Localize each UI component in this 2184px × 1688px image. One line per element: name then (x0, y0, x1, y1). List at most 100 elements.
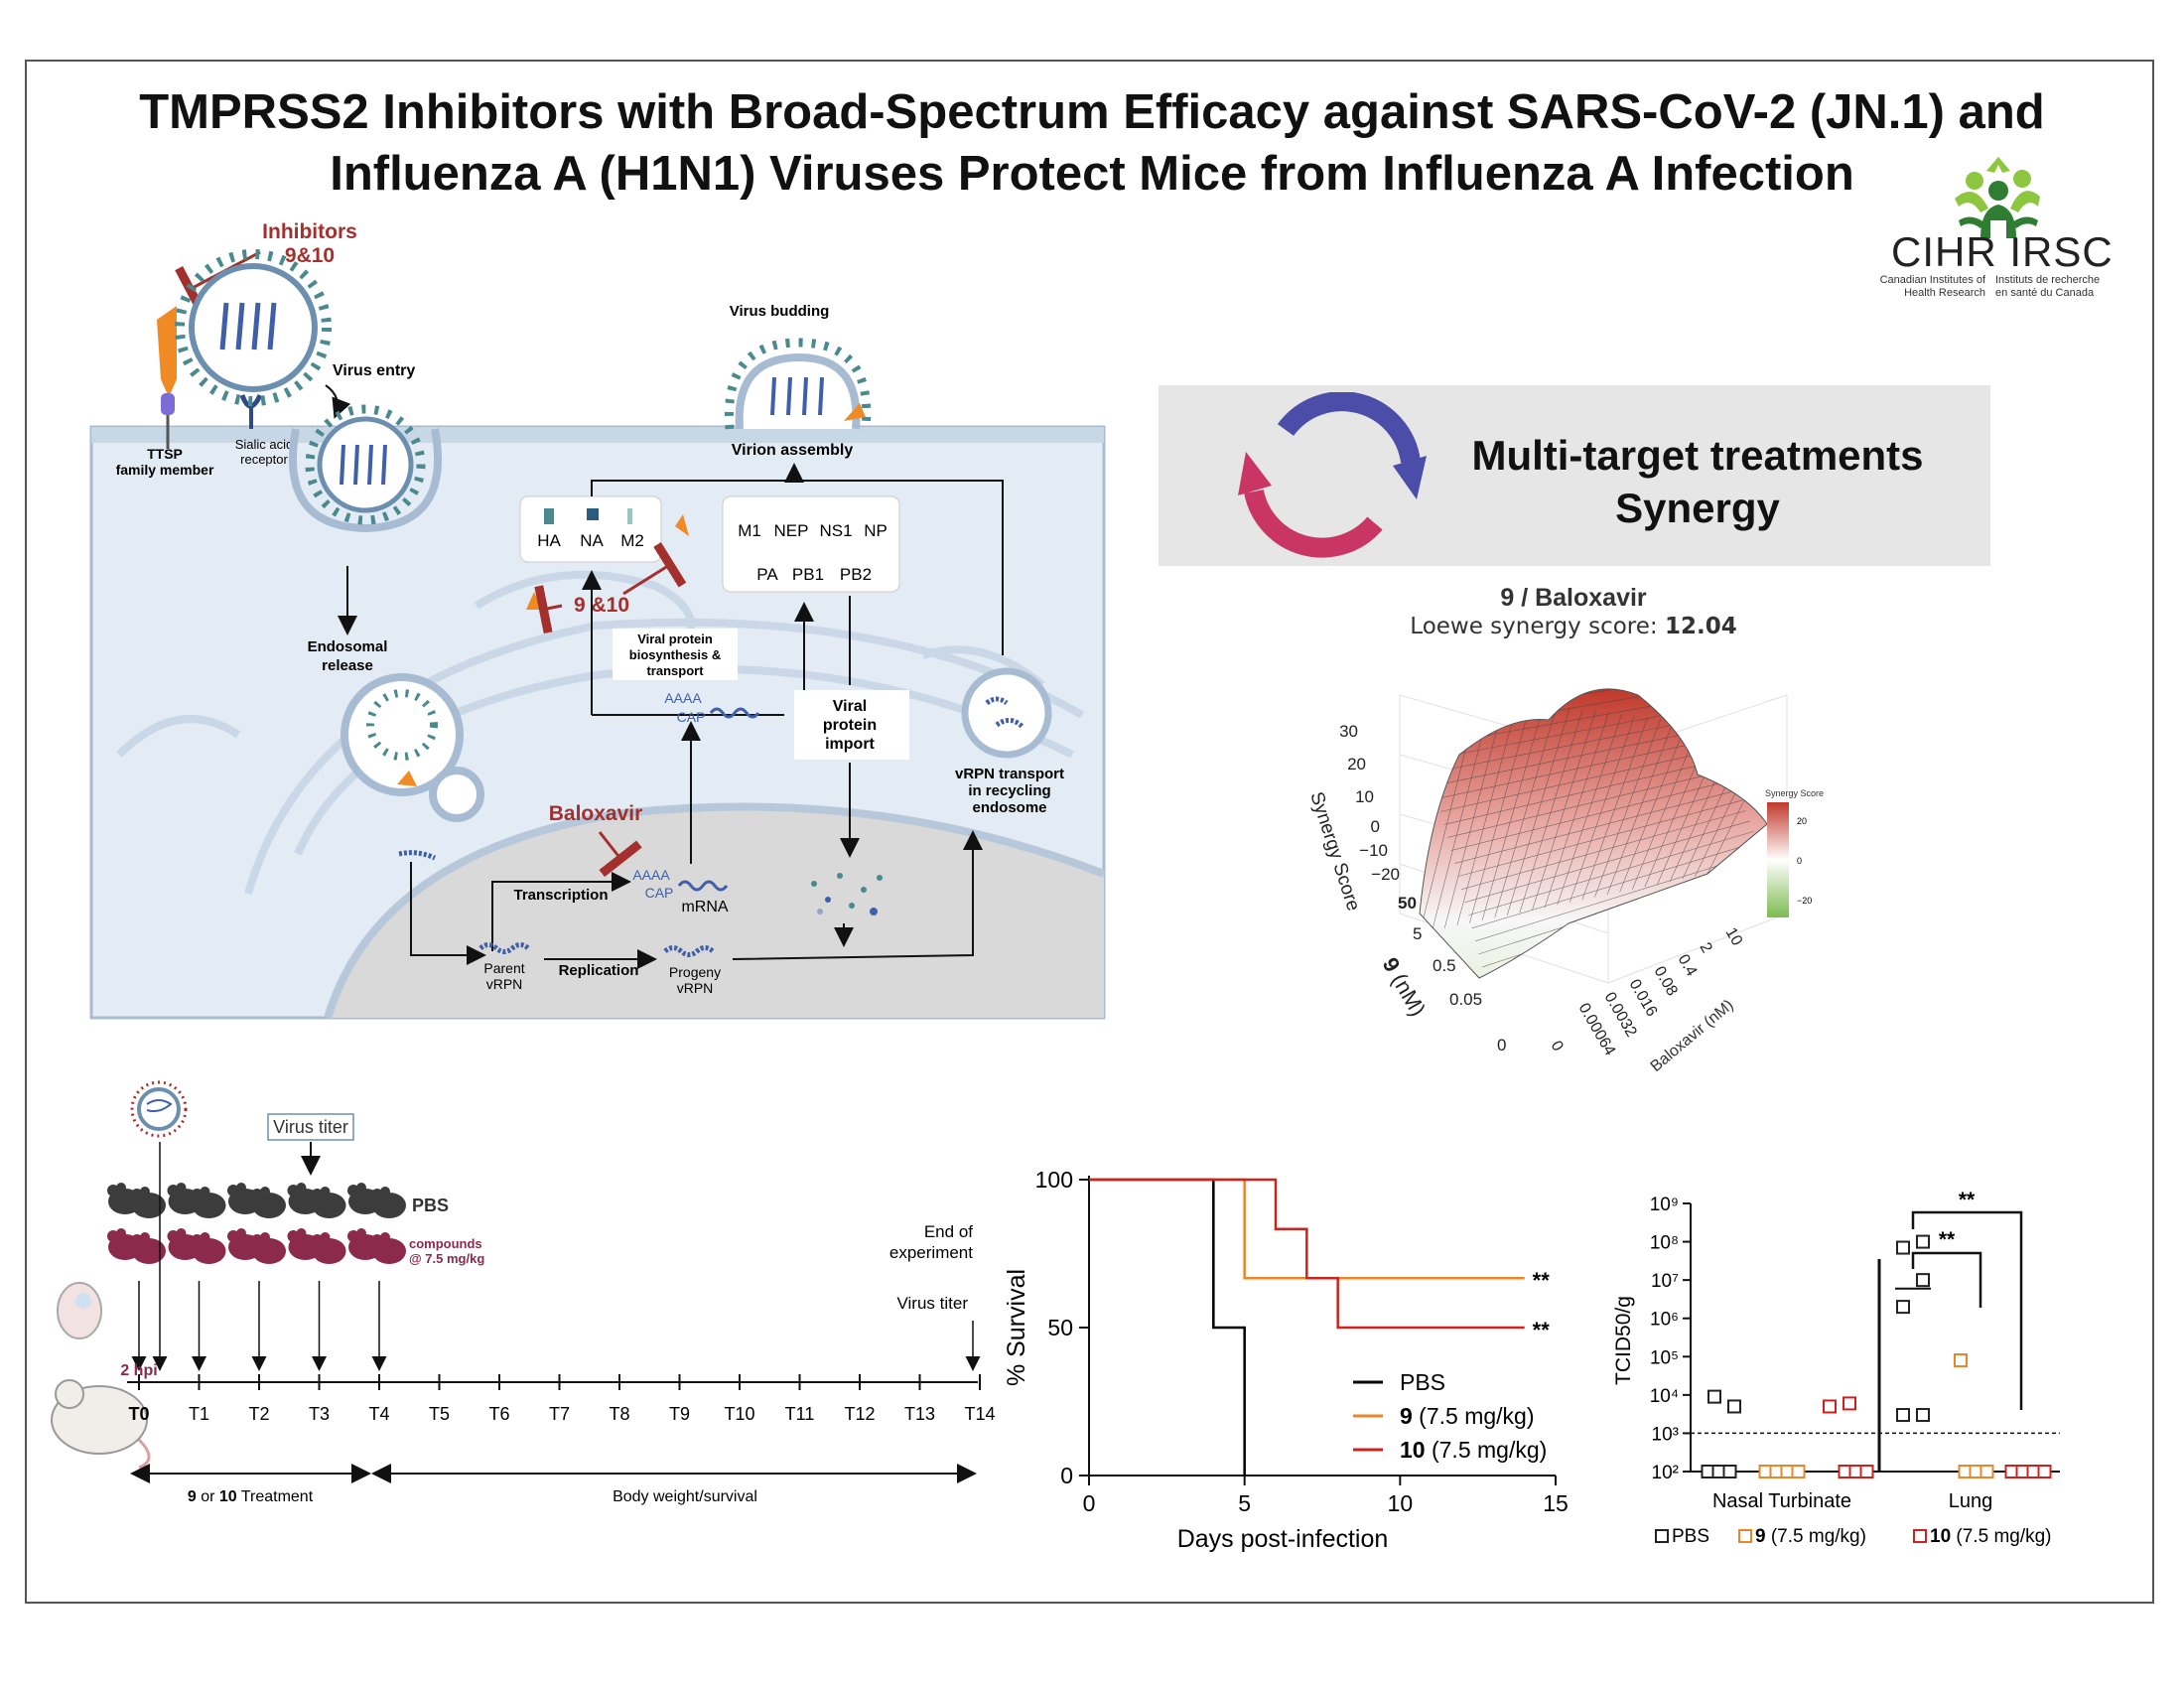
inhib-910-label: 9 &10 (574, 594, 629, 617)
day-label-T2: T2 (248, 1404, 269, 1424)
sialic-receptor-icon (239, 393, 263, 409)
titer-y-tick-label: 10⁵ (1650, 1347, 1679, 1368)
day-label-T10: T10 (724, 1404, 754, 1424)
titer-point (1954, 1353, 1968, 1368)
survival-x-tick-label: 0 (1083, 1490, 1096, 1516)
titer-point (1859, 1465, 1874, 1478)
virus-entry-label: Virus entry (333, 362, 415, 379)
vrpn-label-3: endosome (972, 799, 1046, 816)
progeny-label-1: Progeny (669, 964, 721, 980)
mesh-line (1544, 712, 1609, 909)
vrpn-label-1: vRPN transport (955, 766, 1064, 782)
significance-bracket-9 (1911, 1251, 1982, 1308)
mesh-line (1581, 717, 1648, 901)
significance-label-9: ** (1939, 1228, 1956, 1251)
ha-label: HA (537, 531, 561, 550)
titer-y-tick-label: 10² (1652, 1463, 1679, 1483)
mesh-line (1456, 700, 1519, 926)
cihr-sub-fr-2: en santé du Canada (1995, 287, 2095, 299)
internal-proteins-box (722, 495, 900, 593)
mouse-icon (371, 1187, 406, 1218)
x-tick-0-08: 0.08 (1651, 964, 1681, 1000)
survival-x-tick-label: 5 (1238, 1490, 1251, 1516)
x-tick-2: 2 (1697, 940, 1715, 956)
x-axis-ticks: 10 2 0.4 0.08 0.016 0.0032 0.00064 0 (1548, 925, 1746, 1059)
mice-row (107, 1183, 406, 1264)
loewe-value: 12.04 (1664, 614, 1737, 639)
na-label: NA (580, 531, 604, 550)
x-tick-0: 0 (1548, 1039, 1567, 1055)
day-label-T4: T4 (368, 1404, 389, 1424)
legend-tick-m20: −20 (1797, 896, 1812, 906)
day-label-T8: T8 (609, 1404, 629, 1424)
x-tick-0-016: 0.016 (1626, 977, 1661, 1020)
mesh-line (1427, 706, 1707, 761)
day-label-T0: T0 (128, 1404, 149, 1424)
synergy-surface-plot: 30 20 10 0 −10 −20 Synergy Score 50 5 0.… (1305, 688, 1824, 1075)
survival-x-label: Days post-infection (1177, 1525, 1389, 1553)
experiment-timeline: Virus titer PBS compounds @ 7.5 mg/kg En… (51, 1080, 996, 1505)
survival-line-0 (1089, 1178, 1246, 1476)
day-label-T6: T6 (488, 1404, 509, 1424)
mesh-line (1494, 705, 1558, 918)
hpi-label: 2 hpi (120, 1362, 157, 1379)
virus-titer-box (267, 1113, 354, 1141)
endosomal-label-1: Endosomal (308, 638, 388, 655)
significance-label-10: ** (1959, 1189, 1976, 1211)
transcription-label: Transcription (513, 887, 608, 904)
banner-line-2: Synergy (1615, 485, 1780, 531)
end-virus-titer-label: Virus titer (897, 1294, 969, 1313)
y-tick-0: 0 (1497, 1036, 1506, 1055)
titer-category-nasal: Nasal Turbinate (1712, 1490, 1851, 1512)
influenza-virion-budding (724, 338, 872, 430)
mesh-line (1443, 698, 1506, 928)
titer-y-tick-label: 10³ (1652, 1424, 1679, 1445)
y-tick-5: 5 (1413, 924, 1422, 943)
day-label-T5: T5 (429, 1404, 450, 1424)
inhibitors-label-1: Inhibitors (262, 220, 357, 243)
maple-leaf-people-icon (1955, 157, 2040, 238)
z-tick-m10: −10 (1359, 841, 1388, 860)
survival-line-2 (1089, 1178, 1525, 1330)
inhibitors-label-2: 9&10 (285, 244, 335, 267)
pb1-label: PB1 (792, 565, 824, 584)
dosing-arrows (131, 1142, 981, 1371)
loewe-label: Loewe synergy score: (1410, 614, 1658, 639)
ttsp-label-2: family member (116, 462, 214, 478)
end-label-2: experiment (889, 1243, 973, 1262)
legend-tick-0: 0 (1797, 856, 1802, 866)
titer-point (1896, 1240, 1910, 1255)
viral-protein-label-3: transport (646, 663, 704, 678)
survival-legend-label-2: 10 (7.5 mg/kg) (1400, 1437, 1547, 1463)
virion-assembly-label: Virion assembly (732, 442, 854, 459)
virus-titer-box-label: Virus titer (273, 1117, 348, 1137)
viral-protein-label-2: biosynthesis & (629, 647, 721, 662)
z-tick-10: 10 (1355, 787, 1374, 806)
survival-y-tick-label: 0 (1060, 1463, 1073, 1488)
mesh-line (1632, 724, 1701, 890)
titer-y-tick-label: 10⁹ (1650, 1195, 1679, 1215)
survival-legend-label-1: 9 (7.5 mg/kg) (1400, 1403, 1535, 1429)
figure-frame (25, 60, 2154, 1604)
title-line-1: TMPRSS2 Inhibitors with Broad-Spectrum E… (139, 85, 2045, 139)
mesh-line (1468, 831, 1754, 916)
titer-point (1727, 1399, 1741, 1414)
survival-significance-2: ** (1533, 1318, 1551, 1342)
z-tick-m20: −20 (1371, 865, 1400, 884)
mrna-nucleus-icon (677, 880, 729, 892)
titer-y-tick-label: 10⁸ (1650, 1233, 1679, 1254)
y-tick-0-05: 0.05 (1449, 990, 1482, 1009)
mouse-icon (311, 1232, 346, 1264)
nasal-lung-icon (57, 1282, 102, 1339)
day-label-T9: T9 (669, 1404, 690, 1424)
mouse-icon (131, 1232, 166, 1264)
baloxavir-label: Baloxavir (549, 802, 643, 825)
mesh-line (1454, 789, 1738, 864)
titer-legend-swatch-2 (1913, 1529, 1927, 1543)
mesh-line (1570, 715, 1635, 903)
titer-point (1916, 1408, 1930, 1423)
progeny-vrnp-icon (663, 945, 715, 957)
survival-y-tick-label: 100 (1035, 1167, 1073, 1193)
